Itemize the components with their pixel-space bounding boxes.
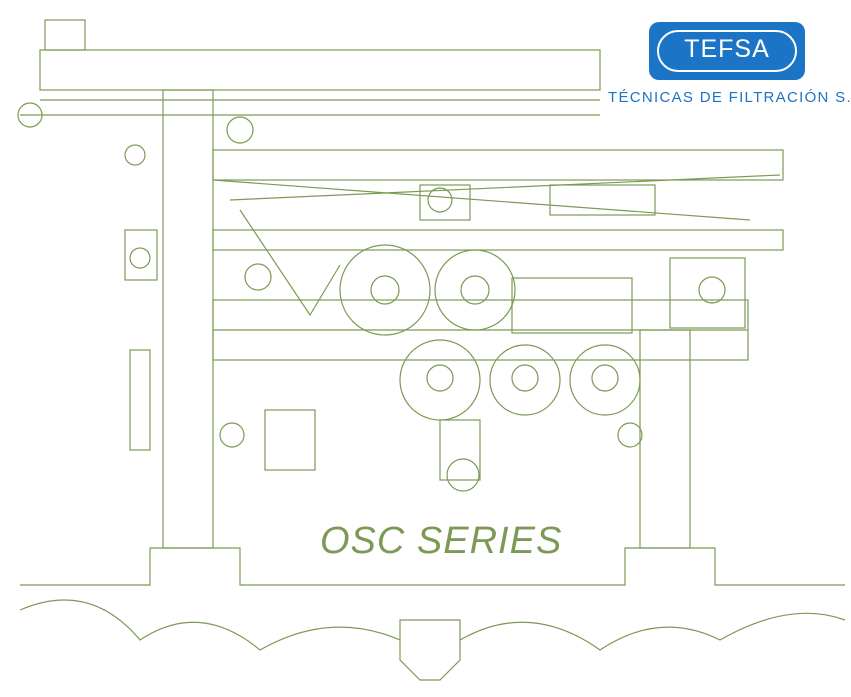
company-tagline: TÉCNICAS DE FILTRACIÓN S.A.: [608, 89, 851, 106]
logo-text: TEFSA: [684, 35, 770, 63]
series-title: OSC SERIES: [320, 520, 563, 562]
tefsa-logo: TEFSA: [649, 22, 805, 80]
